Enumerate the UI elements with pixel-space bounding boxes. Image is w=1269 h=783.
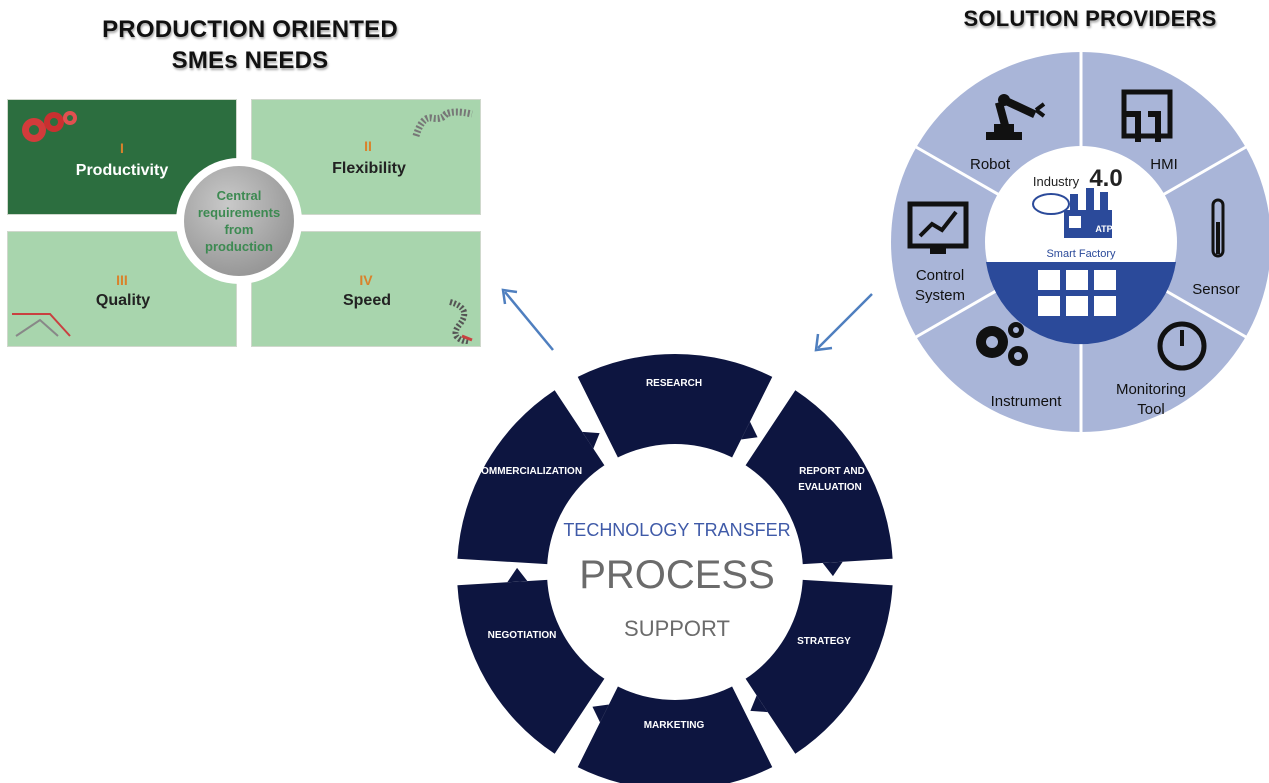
spring-icon [412, 108, 473, 138]
quadrant-label-quality: Quality [95, 292, 151, 309]
speedometer-icon [449, 299, 473, 344]
needs-heading: PRODUCTION ORIENTED SMEs NEEDS [60, 14, 440, 76]
hub-industry-label: Industry [1033, 174, 1080, 189]
wheel-segment-tab-research [741, 421, 758, 440]
central-requirements-circle: Central requirements from production [176, 158, 302, 284]
quadrant-num-i: I [120, 140, 124, 156]
segment-label-tool: Tool [1137, 401, 1165, 418]
quadrant-num-ii: II [364, 138, 372, 154]
robot-arm-icon [986, 94, 1046, 140]
wheel-segment-research [577, 354, 773, 465]
caliper-icon [12, 313, 71, 337]
hub-atp-label: ATP [1095, 224, 1112, 234]
thermometer-icon [1211, 198, 1225, 258]
segment-label-hmi: HMI [1150, 156, 1178, 173]
hub-version-label: 4.0 [1089, 165, 1122, 192]
wheel-segment-marketing [577, 679, 773, 783]
wheel-segment-negotiation [457, 579, 609, 754]
providers-heading: SOLUTION PROVIDERS [963, 6, 1217, 31]
arrow-from-providers [814, 293, 873, 352]
wheel-center-line3: SUPPORT [624, 616, 730, 641]
process-wheel: TECHNOLOGY TRANSFER PROCESS SUPPORT RESE… [457, 354, 893, 783]
segment-label-control: Control [916, 267, 964, 284]
monitor-chart-icon [907, 201, 969, 254]
wheel-segment-commercialization [457, 390, 609, 565]
quadrant-label-flexibility: Flexibility [332, 160, 406, 177]
wheel-segment-report-and-evaluation [741, 390, 893, 565]
hub-module-icons [1038, 270, 1116, 316]
needs-heading-line1: PRODUCTION ORIENTED [102, 16, 398, 43]
needs-heading-line2: SMEs NEEDS [171, 47, 329, 74]
central-requirements-text: Central requirements from production [197, 188, 281, 254]
wheel-segment-tab-marketing [592, 704, 609, 723]
quadrant-flexibility: II Flexibility [251, 99, 481, 215]
smart-factory-icon [1032, 188, 1112, 238]
segment-label-monitoring: Monitoring [1116, 381, 1186, 398]
wheel-center-line1: TECHNOLOGY TRANSFER [563, 520, 790, 540]
segment-label-sensor: Sensor [1192, 281, 1240, 298]
wheel-label-evaluation: EVALUATION [798, 482, 862, 493]
quadrant-num-iv: IV [359, 272, 373, 288]
wheel-label-marketing: MARKETING [644, 720, 705, 731]
wheel-segment-tab-strategy [750, 695, 768, 713]
solution-providers-wheel: Industry 4.0 ATP Smart Factory [891, 52, 1269, 436]
wheel-label-negotiation: NEGOTIATION [488, 630, 557, 641]
quadrant-label-productivity: Productivity [75, 162, 169, 179]
wheel-label-strategy: STRATEGY [797, 636, 851, 647]
quadrant-label-speed: Speed [342, 292, 391, 309]
wheel-label-report: REPORT AND [799, 466, 865, 477]
wheel-center-line2: PROCESS [579, 553, 775, 597]
wheel-label-commercialization: COMMERCIALIZATION [474, 466, 582, 477]
process-wheel-segments [457, 354, 893, 783]
wheel-segment-strategy [741, 579, 893, 754]
gauge-icon [1157, 321, 1207, 371]
quadrant-num-iii: III [116, 272, 128, 288]
hub-smart-factory-label: Smart Factory [1046, 248, 1116, 260]
wheel-label-research: RESEARCH [646, 378, 702, 389]
quadrant-speed: IV Speed [251, 231, 481, 347]
quadrant-productivity: I Productivity [7, 99, 237, 215]
gears-icon [22, 111, 77, 142]
cogs-icon [976, 322, 1028, 366]
touch-screen-icon [1121, 89, 1173, 142]
wheel-segment-tab-report-and-evaluation [822, 561, 843, 577]
arrow-to-needs [501, 288, 554, 351]
segment-label-robot: Robot [970, 156, 1011, 173]
wheel-segment-tab-commercialization [582, 431, 600, 449]
segment-label-system: System [915, 287, 965, 304]
segment-label-instrument: Instrument [991, 393, 1063, 410]
wheel-segment-tab-negotiation [507, 567, 528, 583]
